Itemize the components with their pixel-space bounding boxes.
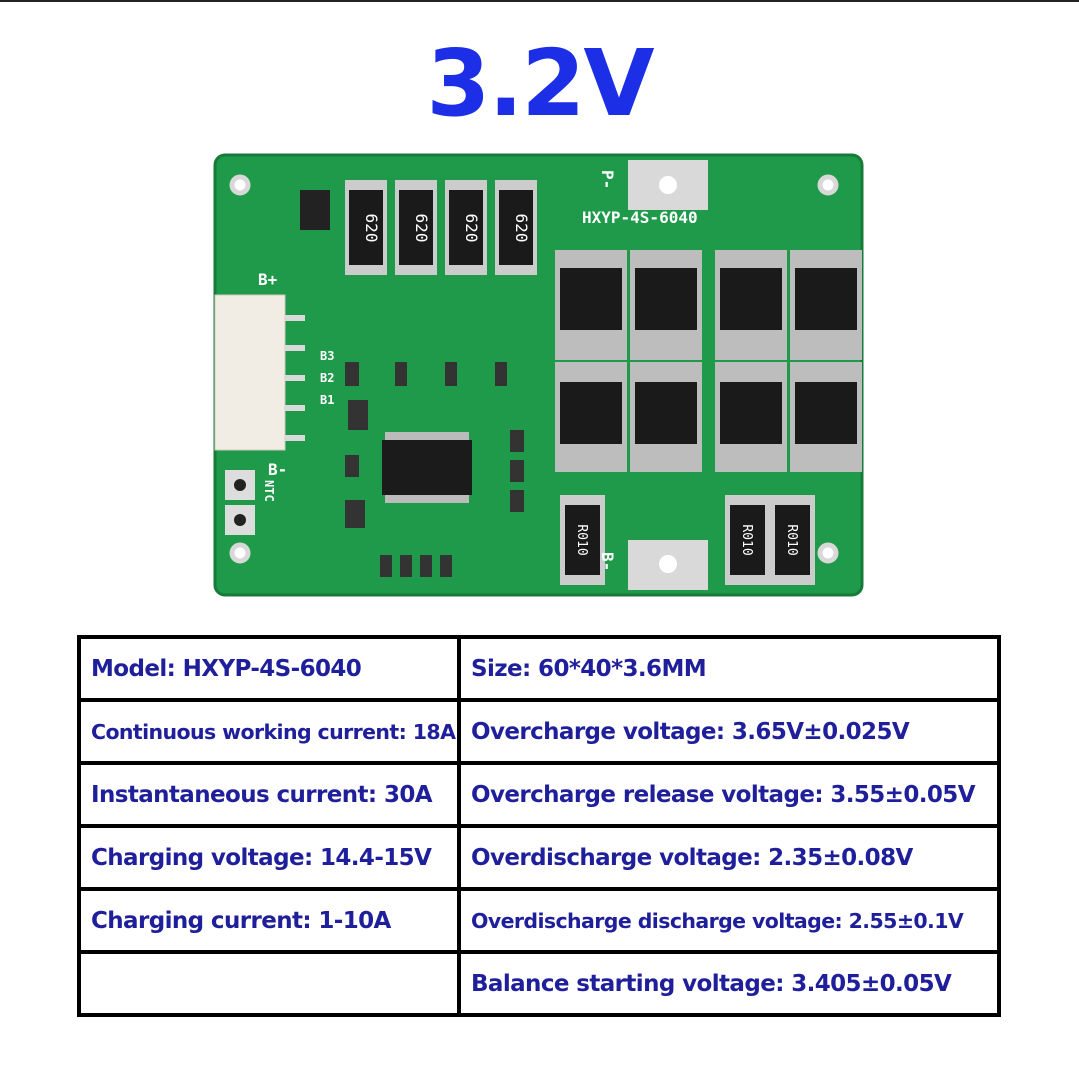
spec-continuous-current: Continuous working current: 18A [77, 698, 461, 765]
spec-overcharge-voltage: Overcharge voltage: 3.65V±0.025V [457, 698, 1001, 765]
spec-charging-current: Charging current: 1-10A [77, 887, 461, 954]
spec-overdischarge-discharge: Overdischarge discharge voltage: 2.55±0.… [457, 887, 1001, 954]
svg-text:B3: B3 [320, 349, 334, 363]
balance-connector [214, 294, 286, 451]
spec-model: Model: HXYP-4S-6040 [77, 635, 461, 702]
mounting-holes [229, 174, 839, 564]
spec-empty-cell [77, 950, 461, 1017]
voltage-title: 3.2V [426, 30, 654, 137]
spec-charging-voltage: Charging voltage: 14.4-15V [77, 824, 461, 891]
svg-text:R010: R010 [784, 524, 799, 555]
pcb-product-image: 620 620 620 620 R010 R010 R010 [213, 153, 864, 597]
mosfets [555, 250, 862, 472]
spec-overcharge-release: Overcharge release voltage: 3.55±0.05V [457, 761, 1001, 828]
protection-ic [382, 440, 472, 495]
spec-overdischarge-voltage: Overdischarge voltage: 2.35±0.08V [457, 824, 1001, 891]
spec-instantaneous-current: Instantaneous current: 30A [77, 761, 461, 828]
model-silkscreen: HXYP-4S-6040 [582, 208, 698, 227]
svg-text:B2: B2 [320, 371, 334, 385]
svg-text:620: 620 [412, 214, 431, 243]
svg-text:R010: R010 [574, 524, 589, 555]
svg-text:B-: B- [268, 460, 287, 479]
top-border-line [0, 0, 1079, 2]
table-row: Balance starting voltage: 3.405±0.05V [77, 950, 1001, 1017]
svg-text:620: 620 [462, 214, 481, 243]
svg-text:620: 620 [362, 214, 381, 243]
svg-text:B+: B+ [258, 270, 278, 289]
svg-text:B-: B- [598, 552, 617, 571]
svg-text:R010: R010 [739, 524, 754, 555]
spec-balance-voltage: Balance starting voltage: 3.405±0.05V [457, 950, 1001, 1017]
svg-text:P-: P- [598, 170, 617, 189]
balance-resistors: 620 620 620 620 [345, 180, 537, 275]
svg-text:NTC: NTC [262, 480, 276, 502]
svg-text:B1: B1 [320, 393, 334, 407]
shunt-resistors: R010 R010 R010 [560, 495, 815, 585]
spec-size: Size: 60*40*3.6MM [457, 635, 1001, 702]
svg-text:620: 620 [512, 214, 531, 243]
